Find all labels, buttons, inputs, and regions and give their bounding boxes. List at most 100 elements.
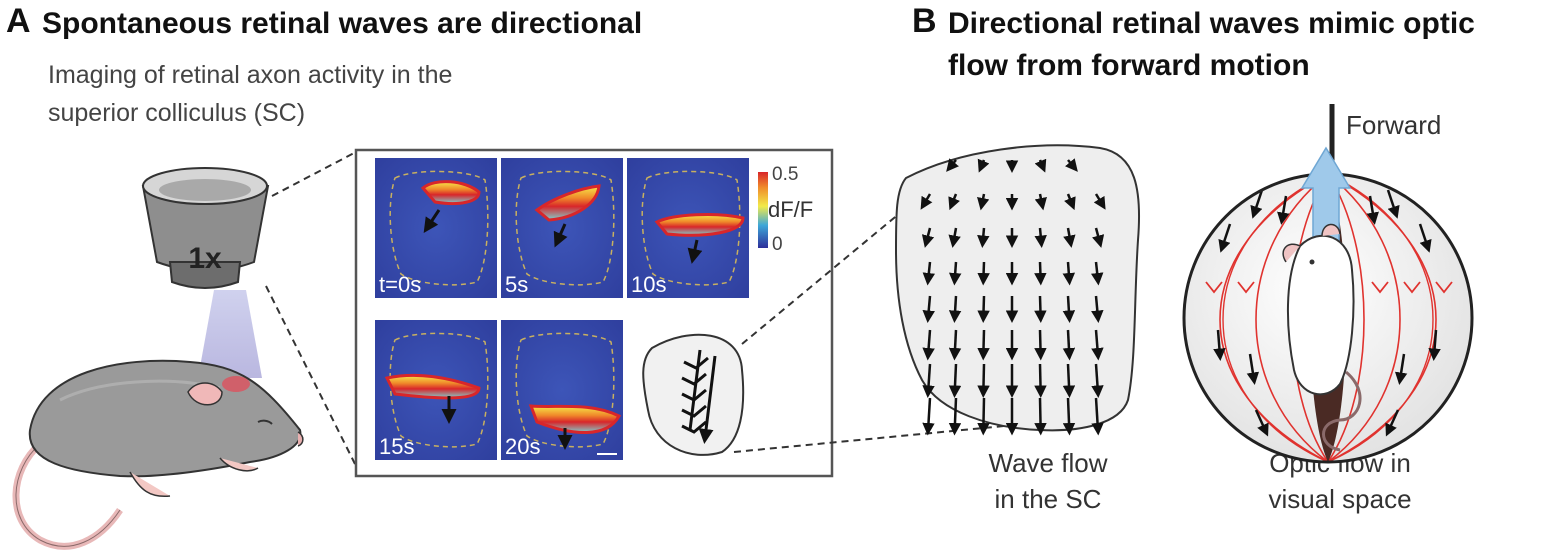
optic-flow-meridian xyxy=(1219,174,1329,462)
optic-flow-meridian xyxy=(1327,174,1437,462)
flow-arrow xyxy=(1063,227,1076,248)
colorbar xyxy=(758,172,768,248)
sphere-flow-arrow xyxy=(1277,195,1290,225)
flow-arrow xyxy=(1034,261,1047,286)
frame-time-label: 5s xyxy=(505,272,528,297)
flow-arrow xyxy=(1090,261,1104,286)
panel-a-subtitle-2: superior colliculus (SC) xyxy=(48,99,306,127)
flow-arrow xyxy=(948,329,962,361)
sphere-flow-arrow xyxy=(1428,329,1441,361)
flow-arrow xyxy=(1062,295,1076,323)
panel-b-letter: B xyxy=(912,2,937,40)
flow-arrow xyxy=(977,261,990,286)
flow-arrow xyxy=(977,329,990,361)
zoom-line xyxy=(271,151,357,197)
flow-arrow xyxy=(977,158,990,173)
flow-arrow xyxy=(948,227,961,248)
sc-flow-arrows xyxy=(920,158,1106,436)
frame-time-label: t=0s xyxy=(379,272,421,297)
mouse-in-sphere-illustration xyxy=(1282,223,1362,452)
flow-arrow xyxy=(1064,193,1076,211)
sphere-flow-arrow xyxy=(1418,223,1432,253)
objective-label: 1x xyxy=(188,242,222,275)
imaging-site xyxy=(222,376,250,392)
flow-arrow xyxy=(1034,397,1047,436)
flow-arrow xyxy=(922,397,935,436)
caption-optic-flow-2: visual space xyxy=(1268,484,1412,514)
flow-arrow xyxy=(977,397,990,436)
sphere-flow-arrow xyxy=(1366,195,1379,225)
imaging-frame: 10s xyxy=(627,158,749,298)
sphere-flow-arrow xyxy=(1218,223,1232,253)
flow-arrow xyxy=(1062,397,1076,436)
flow-arrow xyxy=(1091,397,1104,436)
flow-arrow xyxy=(948,397,962,436)
flow-arrow xyxy=(1091,329,1104,361)
flow-arrow xyxy=(1062,329,1076,361)
sphere-flow-arrow xyxy=(1246,353,1260,385)
flow-arrow xyxy=(1091,363,1104,398)
flow-arrow xyxy=(922,295,935,323)
frame-time-label: 10s xyxy=(631,272,666,297)
caption-wave-flow-2: in the SC xyxy=(994,484,1102,514)
flow-arrow xyxy=(1034,295,1047,323)
flow-arrow xyxy=(948,363,962,398)
imaging-frame: 15s xyxy=(375,320,497,460)
flow-arrow xyxy=(1034,227,1047,248)
panel-a-letter: A xyxy=(6,2,31,40)
colorbar-max: 0.5 xyxy=(772,164,798,185)
zoom-line xyxy=(733,421,1047,453)
flow-arrow xyxy=(1093,193,1106,210)
optic-flow-meridian xyxy=(1255,174,1329,462)
flow-arrow xyxy=(948,193,960,211)
flow-arrow xyxy=(948,261,962,286)
frame-grid: t=0s 5s 10s 15s 20s xyxy=(375,158,749,460)
frame-time-label: 15s xyxy=(379,434,414,459)
mouse-illustration xyxy=(12,359,304,550)
flow-arrow xyxy=(1034,329,1047,361)
flow-arrow xyxy=(922,261,936,286)
objective-lens-icon xyxy=(141,167,270,378)
sphere-flow-arrow xyxy=(1254,409,1269,437)
sphere-flow-arrow xyxy=(1385,409,1400,437)
flow-arrow xyxy=(1062,261,1076,286)
light-beam xyxy=(198,290,262,378)
imaging-frame: 20s xyxy=(501,320,623,460)
flow-arrow xyxy=(921,227,935,248)
mini-flow-arrows xyxy=(681,349,717,444)
zoom-line xyxy=(265,285,357,467)
frame-time-label: 20s xyxy=(505,434,540,459)
flow-arrow xyxy=(977,227,990,248)
imaging-frame: t=0s xyxy=(375,158,497,298)
sphere-flow-arrow xyxy=(1394,353,1408,385)
sphere-flow-arrow xyxy=(1213,329,1226,361)
flow-arrow xyxy=(922,363,935,398)
flow-arrow xyxy=(977,295,990,323)
sphere-flow-arrow xyxy=(1386,189,1400,219)
flow-arrow xyxy=(1034,158,1047,173)
panel-a-title: Spontaneous retinal waves are directiona… xyxy=(42,7,643,40)
flow-arrow xyxy=(1062,363,1076,398)
flow-arrow xyxy=(1091,295,1104,323)
colorbar-min: 0 xyxy=(772,234,783,255)
flow-arrow xyxy=(946,158,959,172)
flow-arrow xyxy=(977,363,990,398)
imaging-frame: 5s xyxy=(501,158,623,298)
panel-a-subtitle-1: Imaging of retinal axon activity in the xyxy=(48,61,453,89)
flow-arrow xyxy=(1065,158,1078,172)
colorbar-label: dF/F xyxy=(768,197,813,222)
flow-arrow xyxy=(922,329,935,361)
panel-b-title-2: flow from forward motion xyxy=(948,49,1310,82)
flow-arrow xyxy=(1034,363,1047,398)
optic-flow-meridian xyxy=(1327,174,1365,462)
sphere-flow-arrow xyxy=(1250,189,1264,219)
flow-arrow xyxy=(977,193,990,211)
optic-flow-meridian xyxy=(1327,174,1401,462)
flow-arrow xyxy=(1092,227,1105,248)
caption-wave-flow-1: Wave flow xyxy=(988,448,1108,478)
sc-flow-map xyxy=(894,144,1141,432)
forward-label: Forward xyxy=(1346,110,1441,140)
flow-arrow xyxy=(1034,193,1047,211)
panel-b-title-1: Directional retinal waves mimic optic xyxy=(948,7,1475,40)
